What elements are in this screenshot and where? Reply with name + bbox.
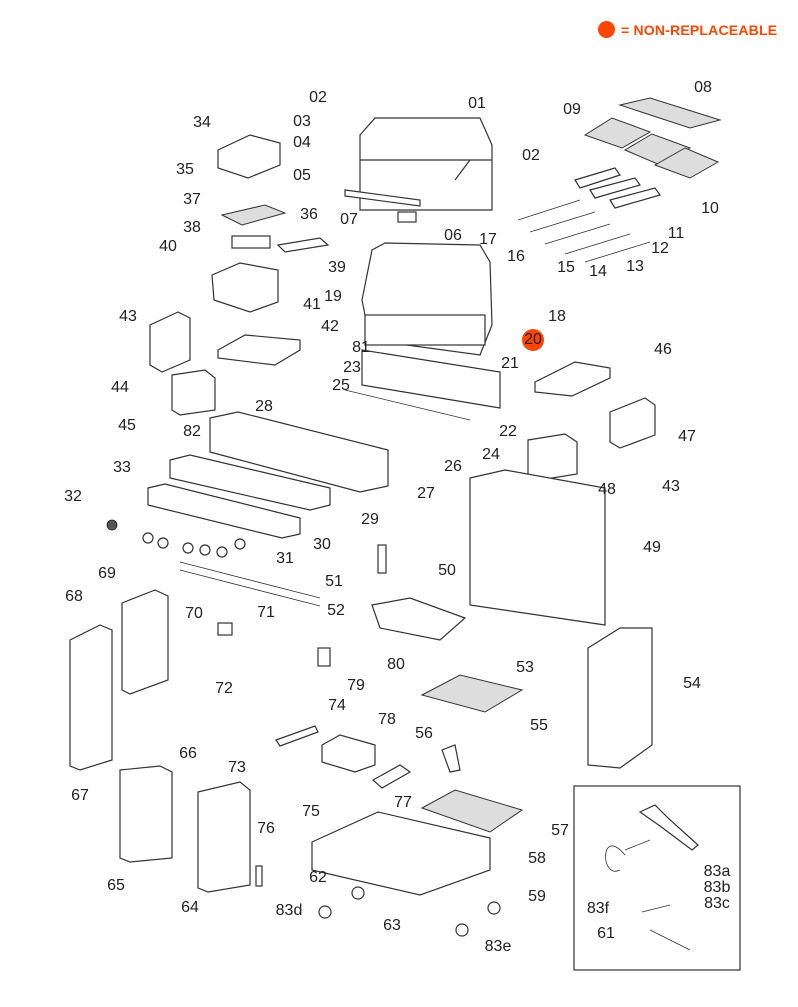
part-label-72: 72 xyxy=(215,680,233,697)
part-label-67: 67 xyxy=(71,787,89,804)
part-label-57: 57 xyxy=(551,822,569,839)
part-label-46: 46 xyxy=(654,341,672,358)
part-label-02: 02 xyxy=(309,89,327,106)
part-label-27: 27 xyxy=(417,485,435,502)
legend-text: = NON-REPLACEABLE xyxy=(621,21,778,38)
part-label-43: 43 xyxy=(662,478,680,495)
part-label-76: 76 xyxy=(257,820,275,837)
part-label-54: 54 xyxy=(683,675,701,692)
part-label-19: 19 xyxy=(324,288,342,305)
part-label-18: 18 xyxy=(548,308,566,325)
part-label-58: 58 xyxy=(528,850,546,867)
part-label-63: 63 xyxy=(383,917,401,934)
part-label-61: 61 xyxy=(597,925,615,942)
part-label-09: 09 xyxy=(563,101,581,118)
part-label-34: 34 xyxy=(193,114,211,131)
part-label-77: 77 xyxy=(394,794,412,811)
part-label-49: 49 xyxy=(643,539,661,556)
part-label-83f: 83f xyxy=(587,900,610,917)
part-label-70: 70 xyxy=(185,605,203,622)
part-label-71: 71 xyxy=(257,604,275,621)
part-label-50: 50 xyxy=(438,562,456,579)
part-label-22: 22 xyxy=(499,423,517,440)
part-label-40: 40 xyxy=(159,238,177,255)
part-drawings xyxy=(69,97,741,971)
part-label-51: 51 xyxy=(325,573,343,590)
part-label-83d: 83d xyxy=(276,902,303,919)
part-label-08: 08 xyxy=(694,79,712,96)
part-label-73: 73 xyxy=(228,759,246,776)
part-label-17: 17 xyxy=(479,231,497,248)
part-label-39: 39 xyxy=(328,259,346,276)
part-label-13: 13 xyxy=(626,258,644,275)
part-label-41: 41 xyxy=(303,296,321,313)
legend: = NON-REPLACEABLE xyxy=(598,21,777,38)
part-label-10: 10 xyxy=(701,200,719,217)
part-label-28: 28 xyxy=(255,398,273,415)
part-label-44: 44 xyxy=(111,379,129,396)
part-label-69: 69 xyxy=(98,565,116,582)
non-replaceable-marker-icon xyxy=(598,21,615,38)
part-label-14: 14 xyxy=(589,263,607,280)
part-label-20: 20 xyxy=(524,331,542,348)
part-label-06: 06 xyxy=(444,227,462,244)
part-label-35: 35 xyxy=(176,161,194,178)
part-label-52: 52 xyxy=(327,602,345,619)
part-label-65: 65 xyxy=(107,877,125,894)
part-label-53: 53 xyxy=(516,659,534,676)
part-label-37: 37 xyxy=(183,191,201,208)
part-label-05: 05 xyxy=(293,167,311,184)
part-label-83a: 83a xyxy=(704,863,731,880)
part-label-12: 12 xyxy=(651,240,669,257)
part-label-48: 48 xyxy=(598,481,616,498)
part-label-68: 68 xyxy=(65,588,83,605)
part-label-74: 74 xyxy=(328,697,346,714)
part-label-03: 03 xyxy=(293,113,311,130)
part-label-55: 55 xyxy=(530,717,548,734)
part-label-83c: 83c xyxy=(704,895,730,912)
part-label-43: 43 xyxy=(119,308,137,325)
part-label-56: 56 xyxy=(415,725,433,742)
part-label-16: 16 xyxy=(507,248,525,265)
part-label-36: 36 xyxy=(300,206,318,223)
part-label-23: 23 xyxy=(343,359,361,376)
part-label-64: 64 xyxy=(181,899,199,916)
part-label-79: 79 xyxy=(347,677,365,694)
part-label-26: 26 xyxy=(444,458,462,475)
part-label-38: 38 xyxy=(183,219,201,236)
non-replaceable-marker-icon xyxy=(522,329,544,351)
part-labels: 02 01 08 09 34 03 04 02 35 05 37 36 07 10 06 17 11 38 16 12… xyxy=(64,79,730,955)
part-label-59: 59 xyxy=(528,888,546,905)
part-label-07: 07 xyxy=(340,211,358,228)
part-label-30: 30 xyxy=(313,536,331,553)
part-label-83e: 83e xyxy=(485,938,512,955)
part-label-45: 45 xyxy=(118,417,136,434)
part-label-75: 75 xyxy=(302,803,320,820)
part-label-32: 32 xyxy=(64,488,82,505)
part-label-47: 47 xyxy=(678,428,696,445)
part-label-83b: 83b xyxy=(704,879,731,896)
part-label-42: 42 xyxy=(321,318,339,335)
part-label-33: 33 xyxy=(113,459,131,476)
part-label-82: 82 xyxy=(183,423,201,440)
part-label-78: 78 xyxy=(378,711,396,728)
part-label-31: 31 xyxy=(276,550,294,567)
part-label-80: 80 xyxy=(387,656,405,673)
part-label-02: 02 xyxy=(522,147,540,164)
part-label-24: 24 xyxy=(482,446,500,463)
part-label-62: 62 xyxy=(309,869,327,886)
part-label-25: 25 xyxy=(332,377,350,394)
part-label-15: 15 xyxy=(557,259,575,276)
part-label-01: 01 xyxy=(468,95,486,112)
part-label-11: 11 xyxy=(668,225,685,242)
part-label-21: 21 xyxy=(501,355,519,372)
part-label-66: 66 xyxy=(179,745,197,762)
part-label-04: 04 xyxy=(293,134,311,151)
part-label-81: 81 xyxy=(352,339,370,356)
part-label-29: 29 xyxy=(361,511,379,528)
